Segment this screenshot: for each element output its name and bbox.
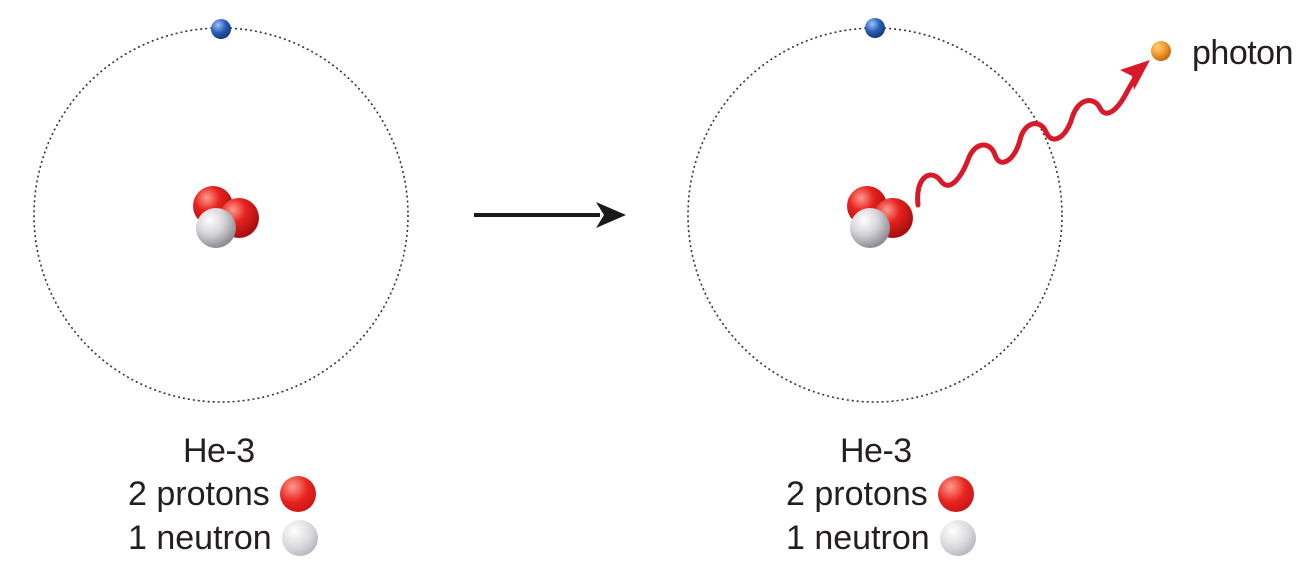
nucleus-left [193,186,259,248]
wave-path [915,75,1138,208]
atom-name-left: He-3 [183,432,255,470]
neutrons-label: 1 neutron [786,519,930,557]
neutron [850,208,890,248]
photon-label: photon [1192,34,1294,72]
reaction-arrow [474,202,626,228]
electron-left [211,19,231,39]
neutrons-legend-left: 1 neutron [128,520,318,556]
photon-wave [915,41,1171,208]
proton-icon [279,476,316,512]
protons-legend-left: 2 protons [128,476,316,512]
photon-particle [1151,41,1171,61]
atom-name-right: He-3 [840,432,912,470]
atom-left [33,19,409,403]
atom-right [687,18,1063,403]
neutron [196,208,236,248]
wave-arrowhead [1120,60,1150,90]
protons-label: 2 protons [786,475,928,513]
neutron-icon [281,520,318,556]
nucleus-right [847,186,913,248]
protons-legend-right: 2 protons [786,476,974,512]
proton-icon [937,476,974,512]
protons-label: 2 protons [128,475,270,513]
neutron-icon [939,520,976,556]
electron-right [865,18,885,38]
neutrons-legend-right: 1 neutron [786,520,976,556]
neutrons-label: 1 neutron [128,519,272,557]
